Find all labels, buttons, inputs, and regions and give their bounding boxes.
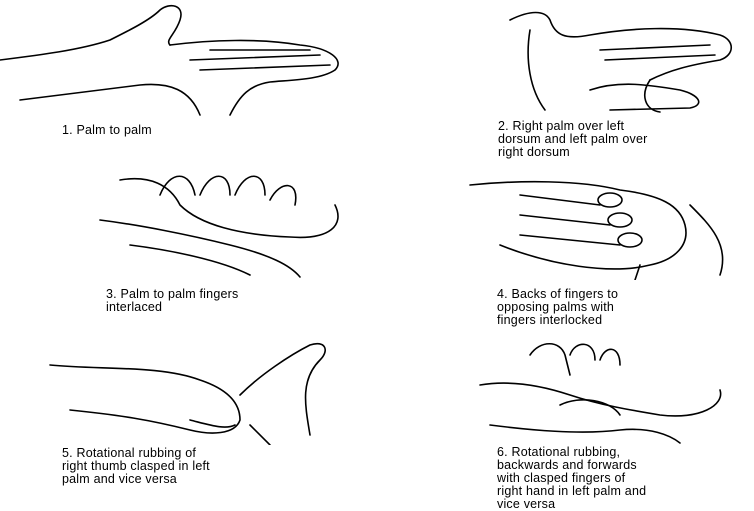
step-1-caption: 1. Palm to palm [62, 123, 152, 137]
fingers-interlaced-illustration [99, 175, 339, 278]
palm-over-dorsum-illustration [509, 11, 733, 113]
step-6-caption: 6. Rotational rubbing, backwards and for… [497, 445, 647, 511]
step-5-caption: 5. Rotational rubbing of right thumb cla… [62, 446, 210, 486]
step-3-caption: 3. Palm to palm fingers interlaced [106, 287, 239, 314]
fingertip-rubbing-illustration [479, 342, 722, 444]
step-2-caption: 2. Right palm over left dorsum and left … [498, 119, 648, 159]
step-4-caption: 4. Backs of fingers to opposing palms wi… [497, 287, 619, 327]
thumb-rubbing-illustration [49, 342, 326, 445]
palm-to-palm-illustration [0, 4, 339, 116]
fingers-interlocked-illustration [469, 180, 724, 280]
